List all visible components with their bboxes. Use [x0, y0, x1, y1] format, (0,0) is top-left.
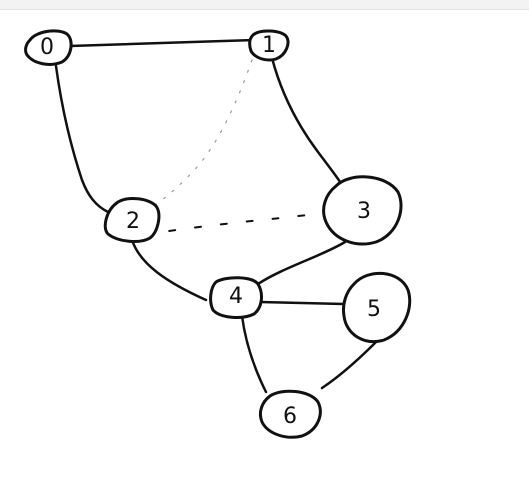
- node-4-label: 4: [229, 284, 243, 309]
- node-5-shape: [342, 271, 412, 343]
- node-6-label: 6: [283, 404, 297, 429]
- edges: [54, 38, 378, 394]
- edge-4-6: [240, 314, 268, 394]
- node-3-shape: [322, 175, 403, 246]
- node-4[interactable]: 4: [209, 276, 263, 319]
- node-1-label: 1: [262, 33, 276, 58]
- node-5-label: 5: [367, 297, 381, 322]
- node-5[interactable]: 5: [342, 271, 412, 343]
- node-3-label: 3: [357, 199, 371, 224]
- edge-4-5: [258, 300, 346, 306]
- node-2-label: 2: [126, 209, 140, 234]
- edge-5-6: [320, 340, 378, 390]
- node-6-shape: [258, 389, 322, 439]
- edge-1-2-dotted: [147, 59, 253, 211]
- edge-3-4: [256, 240, 347, 286]
- node-2[interactable]: 2: [103, 197, 161, 243]
- edge-1-3: [270, 56, 344, 187]
- node-0-label: 0: [40, 35, 54, 60]
- node-1-shape: [248, 29, 290, 62]
- node-2-shape: [103, 197, 161, 243]
- node-1[interactable]: 1: [248, 29, 290, 62]
- edge-3-2-dashed: [161, 211, 331, 233]
- node-0[interactable]: 0: [24, 29, 73, 66]
- node-0-shape: [24, 29, 73, 66]
- edge-2-4: [130, 238, 208, 302]
- nodes: 0 1 2 3 4 5 6: [24, 29, 412, 439]
- edge-0-1: [68, 38, 257, 48]
- window-top-bar: [0, 0, 529, 10]
- node-3[interactable]: 3: [322, 175, 403, 246]
- edge-0-2: [54, 64, 110, 214]
- node-4-shape: [209, 276, 263, 319]
- node-6[interactable]: 6: [258, 389, 322, 439]
